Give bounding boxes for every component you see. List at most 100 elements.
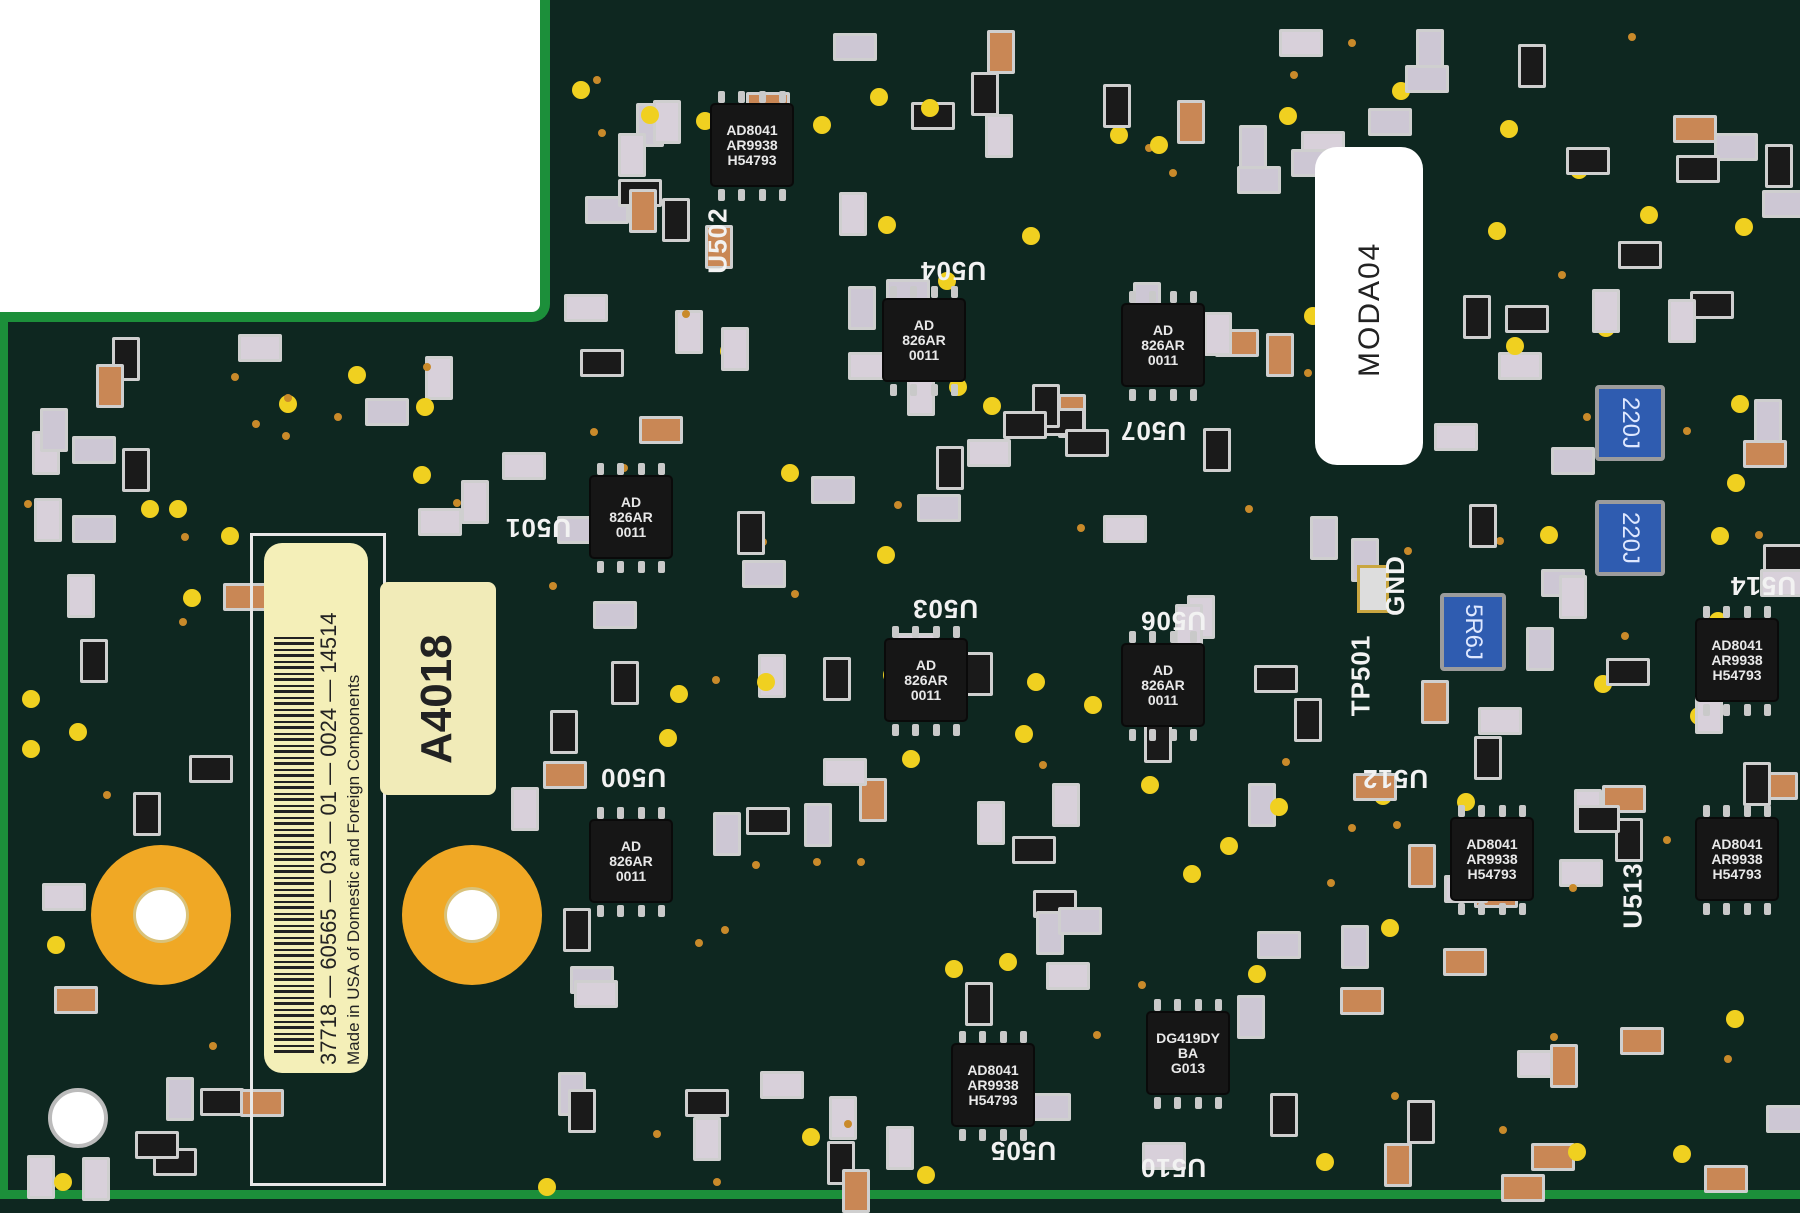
smd-component bbox=[839, 191, 868, 236]
via bbox=[1568, 1143, 1587, 1162]
via bbox=[857, 858, 866, 867]
via bbox=[1640, 206, 1659, 225]
barcode bbox=[274, 633, 314, 1053]
inductor: 220J bbox=[1595, 385, 1665, 461]
smd-component bbox=[53, 986, 98, 1015]
smd-component bbox=[1045, 962, 1090, 991]
module-label: MODA04 bbox=[1315, 147, 1423, 465]
via bbox=[1710, 527, 1729, 546]
via bbox=[801, 1128, 820, 1147]
smd-component bbox=[111, 337, 140, 382]
via bbox=[781, 464, 800, 483]
smd-component bbox=[639, 415, 684, 444]
smd-component bbox=[1501, 1173, 1546, 1202]
smd-component bbox=[1237, 994, 1266, 1039]
chip-marking-line: AR9938 bbox=[967, 1076, 1019, 1093]
board-edge bbox=[0, 1190, 1800, 1199]
smd-component bbox=[1278, 29, 1323, 58]
via bbox=[812, 115, 831, 134]
via bbox=[1505, 336, 1524, 355]
chip-marking-line: AR9938 bbox=[726, 136, 778, 153]
smd-component bbox=[745, 806, 790, 835]
chip-marking-line: 0011 bbox=[1147, 351, 1179, 368]
chip-marking-line: 826AR bbox=[609, 508, 653, 525]
smd-component bbox=[822, 657, 851, 702]
via bbox=[681, 310, 690, 319]
via bbox=[1381, 919, 1400, 938]
via bbox=[453, 499, 462, 508]
smd-component bbox=[1102, 514, 1147, 543]
smd-component bbox=[122, 447, 151, 492]
chip-marking-line: AR9938 bbox=[1466, 850, 1518, 867]
via bbox=[694, 938, 703, 947]
via bbox=[1093, 1030, 1102, 1039]
via bbox=[640, 105, 659, 124]
smd-component bbox=[82, 1157, 111, 1202]
smd-component bbox=[1383, 1142, 1412, 1187]
chip-marking-line: AD8041 bbox=[726, 121, 778, 138]
smd-component bbox=[1668, 298, 1697, 343]
chip-marking-line: 0011 bbox=[615, 867, 647, 884]
via bbox=[999, 953, 1018, 972]
via bbox=[1137, 980, 1146, 989]
via bbox=[1540, 526, 1559, 545]
designator-label: U502 bbox=[702, 207, 733, 274]
lot-sticker: A4018 bbox=[380, 582, 496, 795]
smd-component bbox=[610, 661, 639, 706]
smd-component bbox=[33, 497, 62, 542]
via bbox=[1500, 119, 1519, 138]
via bbox=[1015, 724, 1034, 743]
via bbox=[538, 1178, 557, 1197]
smd-component bbox=[584, 196, 629, 225]
smd-component bbox=[811, 476, 855, 505]
chip-marking-line: 826AR bbox=[1141, 336, 1185, 353]
smd-component bbox=[1265, 333, 1294, 378]
smd-component bbox=[133, 791, 162, 836]
barcode-label: 37718 — 60565 — 03 — 01 — 0024 — 14514 M… bbox=[264, 543, 368, 1073]
via bbox=[1682, 427, 1691, 436]
smd-component bbox=[1591, 289, 1620, 334]
inductor: 220J bbox=[1595, 500, 1665, 576]
smd-component bbox=[1175, 603, 1204, 648]
via bbox=[1404, 547, 1413, 555]
designator-label: U512 bbox=[1362, 764, 1429, 794]
designator-label: U510 bbox=[1140, 1153, 1207, 1183]
smd-component bbox=[1433, 422, 1478, 451]
smd-component bbox=[1614, 818, 1643, 863]
inductor-marking: 5R6J bbox=[1460, 603, 1487, 661]
designator-label: U513 bbox=[1617, 862, 1648, 929]
smd-component bbox=[67, 573, 96, 618]
smd-component bbox=[1559, 574, 1588, 619]
via bbox=[422, 362, 431, 371]
via bbox=[1488, 222, 1507, 241]
smd-component bbox=[1203, 312, 1232, 357]
via bbox=[1270, 798, 1289, 817]
via bbox=[920, 99, 939, 118]
smd-component bbox=[1606, 658, 1651, 687]
chip-marking-line: AD bbox=[913, 316, 935, 333]
smd-component bbox=[1463, 294, 1492, 339]
smd-component bbox=[1551, 446, 1596, 475]
smd-component bbox=[563, 293, 608, 322]
smd-component bbox=[1177, 99, 1206, 144]
via bbox=[916, 1165, 935, 1184]
via bbox=[1391, 1091, 1400, 1100]
smd-component bbox=[1406, 1100, 1435, 1145]
smd-component bbox=[841, 1168, 870, 1213]
smd-component bbox=[1003, 411, 1048, 440]
smd-component bbox=[720, 326, 749, 371]
smd-component bbox=[1103, 83, 1132, 128]
smd-component bbox=[1526, 627, 1555, 672]
via bbox=[1183, 864, 1202, 883]
smd-component bbox=[1504, 305, 1549, 334]
via bbox=[1248, 965, 1267, 984]
smd-component bbox=[417, 507, 462, 536]
via bbox=[1039, 760, 1048, 769]
chip-marking-line: H54793 bbox=[968, 1091, 1018, 1108]
via bbox=[982, 396, 1001, 415]
chip-marking-line: AD bbox=[915, 656, 937, 673]
